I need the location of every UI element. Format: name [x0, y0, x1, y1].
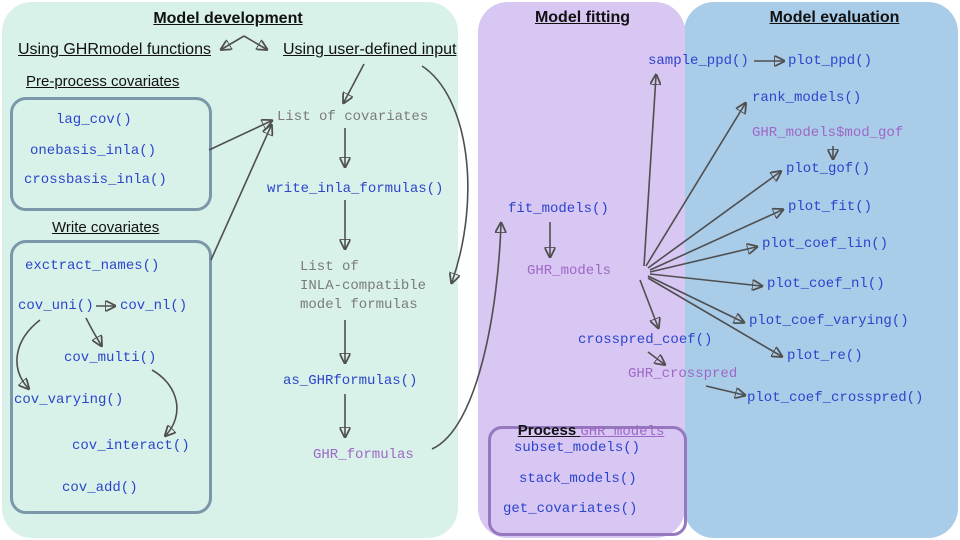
obj-ghr-crosspred: GHR_crosspred [628, 366, 738, 382]
model-evaluation-title: Model evaluation [769, 9, 900, 26]
fn-write-inla-formulas: write_inla_formulas() [267, 181, 444, 197]
fn-fit-models: fit_models() [508, 201, 609, 217]
fn-cov-uni: cov_uni() [18, 298, 94, 314]
fn-plot-gof: plot_gof() [786, 161, 871, 177]
fn-subset-models: subset_models() [514, 440, 641, 456]
obj-ghr-models: GHR_models [527, 263, 612, 279]
fn-cov-multi: cov_multi() [64, 350, 157, 366]
fn-lag-cov: lag_cov() [56, 112, 132, 128]
fn-plot-fit: plot_fit() [788, 199, 873, 215]
fn-cov-nl: cov_nl() [120, 298, 188, 314]
fn-as-ghrformulas: as_GHRformulas() [283, 373, 418, 389]
fn-plot-coef-crosspred: plot_coef_crosspred() [747, 390, 924, 406]
write-covariates-box [10, 240, 212, 514]
branch-user-defined-input: Using user-defined input [283, 41, 457, 58]
list-inla-formulas-label: List of INLA-compatible model formulas [300, 259, 427, 313]
fn-stack-models: stack_models() [519, 471, 637, 487]
model-fitting-title: Model fitting [534, 9, 631, 26]
fn-rank-models: rank_models() [752, 90, 862, 106]
fn-plot-re: plot_re() [787, 348, 863, 364]
model-development-panel [2, 2, 458, 538]
fn-crossbasis-inla: crossbasis_inla() [24, 172, 167, 188]
fn-cov-interact: cov_interact() [72, 438, 190, 454]
fn-exctract-names: exctract_names() [25, 258, 160, 274]
model-evaluation-panel [684, 2, 958, 538]
process-ghr-models-title: Process GHR_models [500, 404, 665, 459]
fn-plot-coef-varying: plot_coef_varying() [749, 313, 909, 329]
fn-plot-coef-lin: plot_coef_lin() [762, 236, 889, 252]
obj-ghr-formulas: GHR_formulas [313, 447, 414, 463]
model-development-title: Model development [153, 10, 303, 27]
list-of-covariates-label: List of covariates [277, 109, 429, 125]
fn-cov-add: cov_add() [62, 480, 138, 496]
obj-ghr-models-mod-gof: GHR_models$mod_gof [752, 125, 904, 141]
preprocess-covariates-title: Pre-process covariates [26, 73, 180, 90]
fn-sample-ppd: sample_ppd() [648, 53, 749, 69]
process-title-object: GHR_models [580, 424, 665, 440]
process-ghr-models-box [488, 426, 687, 536]
fn-onebasis-inla: onebasis_inla() [30, 143, 157, 159]
fn-get-covariates: get_covariates() [503, 501, 638, 517]
fn-crosspred-coef: crosspred_coef() [578, 332, 713, 348]
fn-plot-ppd: plot_ppd() [788, 53, 873, 69]
fn-plot-coef-nl: plot_coef_nl() [767, 276, 885, 292]
fn-cov-varying: cov_varying() [14, 392, 124, 408]
write-covariates-title: Write covariates [52, 219, 160, 236]
branch-ghrmodel-functions: Using GHRmodel functions [18, 41, 211, 58]
process-title-text: Process [517, 422, 577, 439]
